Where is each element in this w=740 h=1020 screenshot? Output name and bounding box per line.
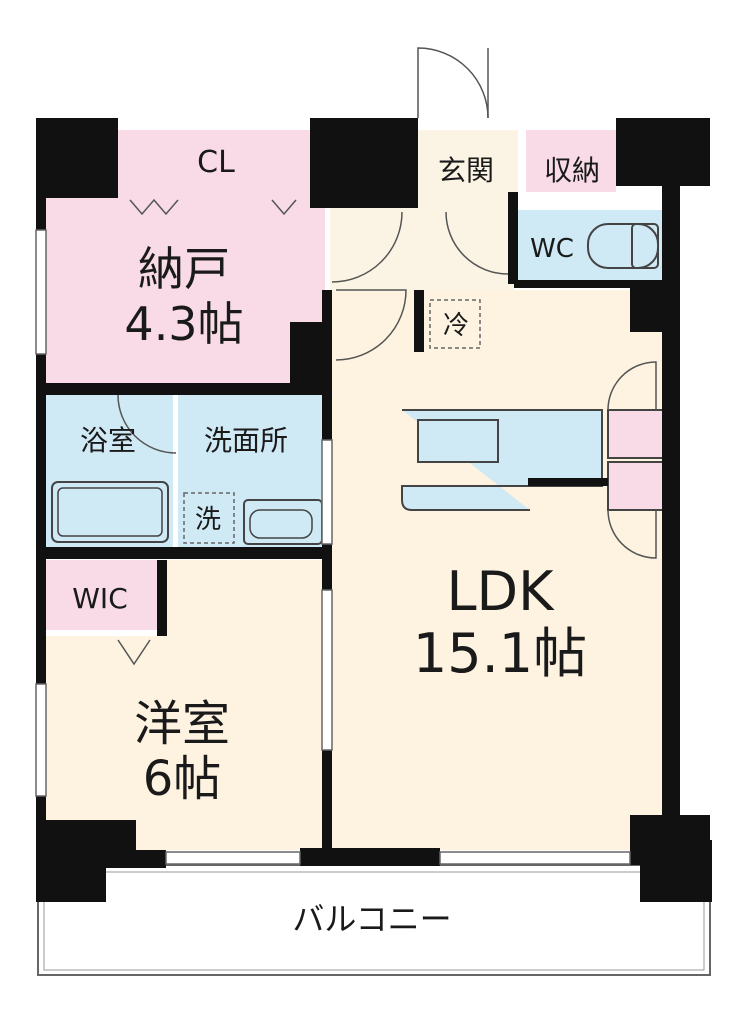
balcony-rail: [43, 871, 705, 971]
storage-room-name: 納戸: [138, 242, 230, 296]
washer-label: 洗: [195, 505, 221, 535]
ldk-size: 15.1帖: [413, 622, 587, 685]
balcony-label: バルコニー: [292, 900, 451, 938]
wic-label: WIC: [72, 582, 128, 615]
washroom-label: 洗面所: [204, 424, 288, 457]
western-room-name: 洋室: [134, 696, 230, 752]
bathtub-icon: [51, 481, 169, 543]
storage-label: 収納: [544, 154, 600, 187]
bathroom-label: 浴室: [80, 424, 136, 457]
entrance-floor: [418, 130, 518, 192]
toilet-tank: [631, 223, 659, 269]
storage-floor: [526, 130, 616, 192]
toilet-icon: [587, 223, 659, 269]
toilet-label: WC: [530, 234, 574, 264]
doors: [117, 47, 657, 666]
windows: [35, 229, 631, 865]
balcony-area: [37, 864, 711, 976]
western-room-size: 6帖: [143, 751, 222, 807]
ldk-cabinet-1: [607, 409, 671, 459]
wic-floor: [45, 560, 157, 630]
closet-floor: [118, 130, 310, 188]
walls: [36, 118, 712, 902]
washbasin-bowl: [249, 509, 313, 539]
hall-floor: [330, 192, 514, 290]
washer-space: [183, 492, 235, 544]
ldk-cabinet-2: [607, 461, 671, 511]
kitchen-sink-icon: [417, 419, 499, 463]
storage-room-floor: [45, 188, 325, 383]
bathtub-inner: [57, 487, 163, 537]
fridge-space: [429, 299, 481, 349]
kitchen-wall: [528, 478, 608, 486]
ldk-name: LDK: [446, 560, 555, 623]
closet-label: CL: [197, 145, 235, 180]
storage-room-size: 4.3帖: [124, 297, 243, 351]
entrance-label: 玄関: [438, 154, 494, 187]
fridge-label: 冷: [443, 311, 469, 341]
western-room-floor: [45, 560, 322, 850]
